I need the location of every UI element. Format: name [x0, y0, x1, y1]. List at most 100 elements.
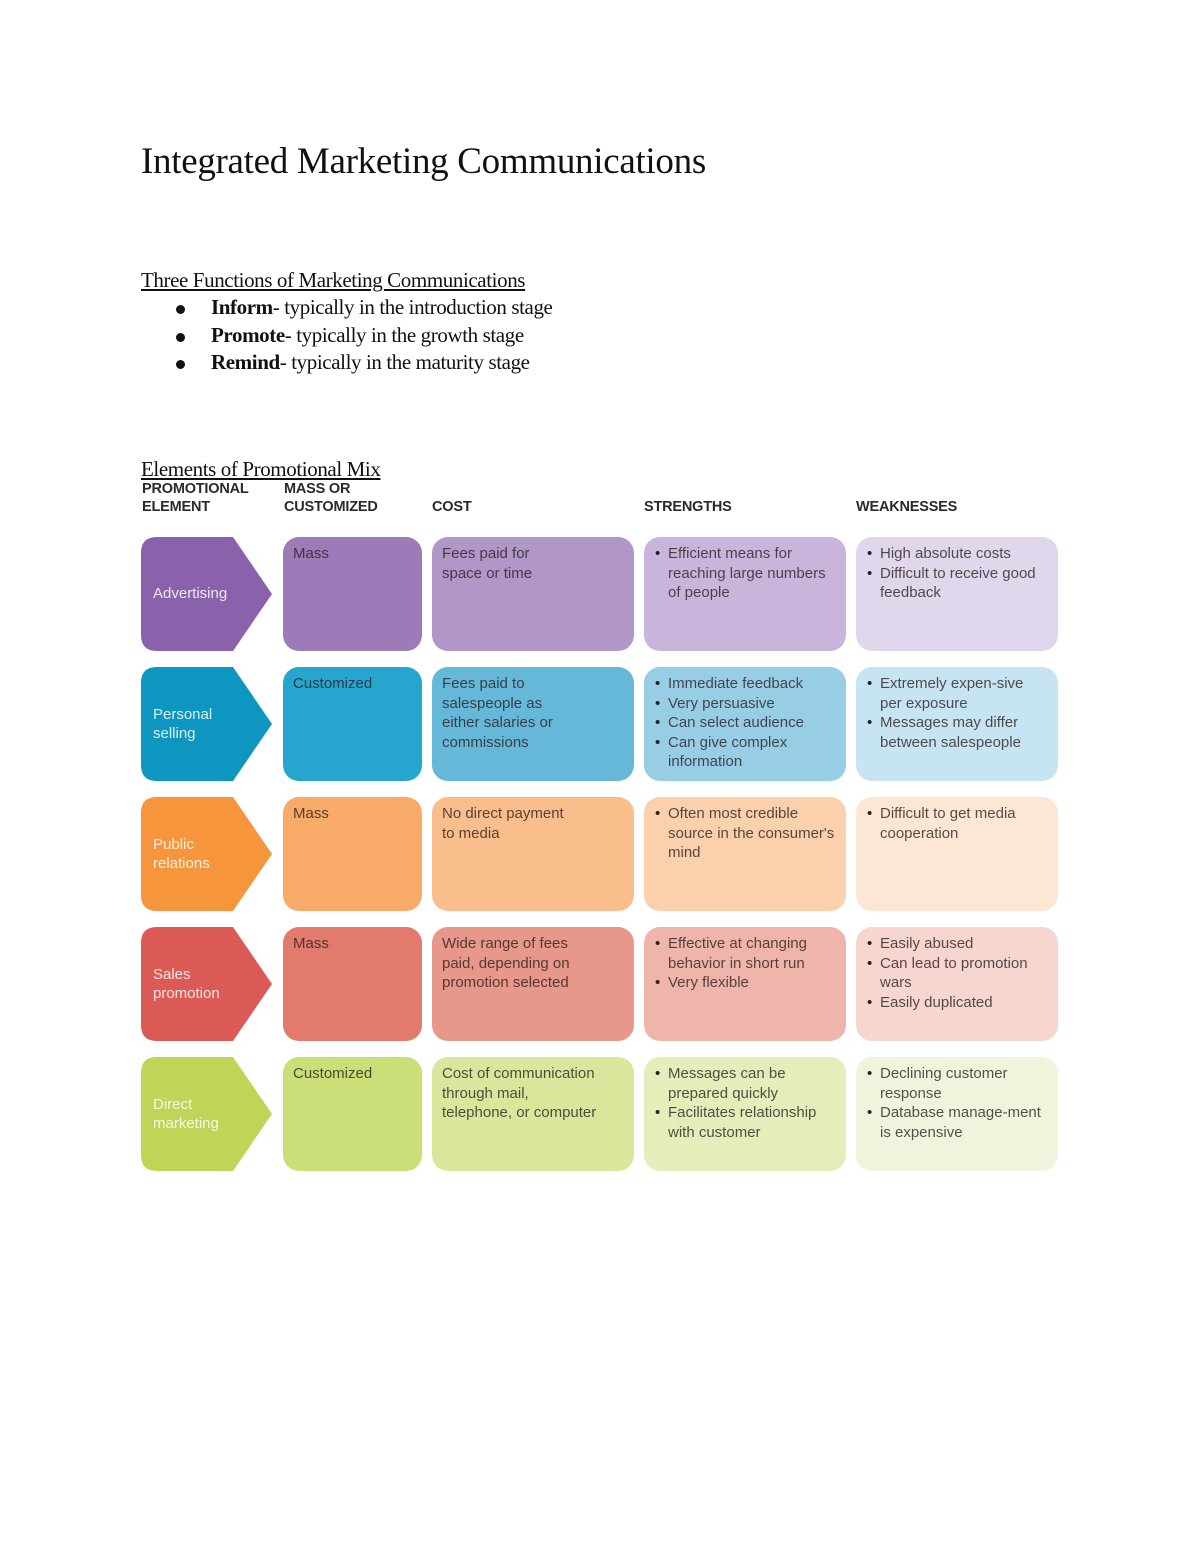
element-label: Advertising: [153, 585, 228, 603]
promotional-element-arrow: Advertising: [141, 537, 272, 651]
arrow-shape-icon: [141, 1057, 272, 1171]
promotional-element-arrow: Personal selling: [141, 667, 272, 781]
element-label: Personal selling: [153, 705, 213, 743]
weaknesses-list: Easily abusedCan lead to promotion warsE…: [866, 934, 1048, 1012]
functions-list: Inform- typically in the introduction st…: [141, 295, 553, 378]
mass-value: Customized: [293, 675, 373, 692]
strengths-list: Often most credible source in the consum…: [654, 804, 836, 863]
promotional-mix-heading: Elements of Promotional Mix: [141, 457, 381, 481]
arrow-shape-icon: [141, 667, 272, 781]
weaknesses-cell: Declining customer responseDatabase mana…: [856, 1057, 1058, 1171]
arrow-shape-icon: [141, 537, 272, 651]
header-line: PROMOTIONAL: [142, 481, 249, 497]
function-term: Promote: [211, 322, 285, 347]
mass-value: Mass: [293, 805, 329, 822]
promotional-element-arrow: Public relations: [141, 797, 272, 911]
mass-value: Customized: [293, 1065, 373, 1082]
header-line: ELEMENT: [142, 499, 210, 515]
table-row: Public relations Mass No direct payment to…: [141, 797, 1059, 911]
cost-cell: Fees paid for space or time: [432, 537, 634, 651]
strength-item: Can give complex information: [654, 733, 836, 772]
arrow-shape-icon: [141, 797, 272, 911]
weaknesse-item: High absolute costs: [866, 544, 1048, 564]
cost-value: Cost of communication through mail, tele…: [442, 1065, 597, 1121]
strength-item: Messages can be prepared quickly: [654, 1064, 836, 1103]
weaknesses-cell: High absolute costsDifficult to receive …: [856, 537, 1058, 651]
table-row: Direct marketing Customized Cost of commun…: [141, 1057, 1059, 1171]
header-mass-or-customized: MASS OR CUSTOMIZED: [284, 480, 378, 516]
strength-item: Can select audience: [654, 713, 836, 733]
cost-value: Fees paid for space or time: [442, 545, 533, 582]
header-strengths: STRENGTHS: [644, 499, 732, 515]
document-title: Integrated Marketing Communications: [141, 141, 706, 182]
header-cost: COST: [432, 499, 472, 515]
mass-value: Mass: [293, 545, 329, 562]
function-term: Remind: [211, 350, 280, 374]
cost-cell: No direct payment to media: [432, 797, 634, 911]
mass-or-customized-cell: Mass: [283, 537, 422, 651]
weaknesses-cell: Difficult to get media cooperation: [856, 797, 1058, 911]
weaknesses-cell: Extremely expen-sive per exposureMessage…: [856, 667, 1058, 781]
header-weaknesses: WEAKNESSES: [856, 499, 958, 515]
function-item-remind: Remind- typically in the maturity stage: [141, 350, 552, 378]
element-label: Sales promotion: [153, 965, 220, 1003]
mass-or-customized-cell: Customized: [283, 667, 422, 781]
strengths-cell: Often most credible source in the consum…: [644, 797, 846, 911]
cost-value: Fees paid to salespeople as either salar…: [442, 675, 553, 751]
strengths-list: Immediate feedbackVery persuasiveCan sel…: [654, 674, 836, 772]
weaknesse-item: Messages may differ between salespeople: [866, 713, 1048, 752]
promotional-element-arrow: Direct marketing: [141, 1057, 272, 1171]
arrow-shape-icon: [141, 927, 272, 1041]
strength-item: Immediate feedback: [654, 674, 836, 694]
weaknesse-item: Easily abused: [866, 934, 1048, 954]
table-row: Sales promotion Mass Wide range of fees pa…: [141, 927, 1059, 1041]
strengths-cell: Messages can be prepared quicklyFacilita…: [644, 1057, 846, 1171]
function-item-inform: Inform- typically in the introduction st…: [141, 295, 553, 323]
strength-item: Facilitates relationship with customer: [654, 1103, 836, 1142]
mass-value: Mass: [293, 935, 329, 952]
weaknesse-item: Declining customer response: [866, 1064, 1048, 1103]
bullet-icon: [176, 332, 185, 342]
mass-or-customized-cell: Mass: [283, 927, 422, 1041]
strength-item: Very flexible: [654, 973, 836, 993]
element-label: Direct marketing: [153, 1095, 219, 1133]
strengths-cell: Immediate feedbackVery persuasiveCan sel…: [644, 667, 846, 781]
cost-cell: Fees paid to salespeople as either salar…: [432, 667, 634, 781]
function-desc: - typically in the maturity stage: [279, 350, 530, 374]
function-term: Inform: [211, 295, 273, 319]
strength-item: Efficient means for reaching large numbe…: [654, 544, 836, 603]
mass-or-customized-cell: Mass: [283, 797, 422, 911]
strength-item: Very persuasive: [654, 694, 836, 714]
element-label: Public relations: [153, 835, 210, 873]
weaknesse-item: Database manage-ment is expensive: [866, 1103, 1048, 1142]
function-desc: - typically in the growth stage: [284, 322, 524, 347]
weaknesse-item: Difficult to get media cooperation: [866, 804, 1048, 843]
cost-value: Wide range of fees paid, depending on pr…: [442, 935, 570, 991]
strengths-list: Messages can be prepared quicklyFacilita…: [654, 1064, 836, 1142]
weaknesse-item: Can lead to promotion wars: [866, 954, 1048, 993]
table-row: Advertising Mass Fees paid for space or ti…: [141, 537, 1059, 651]
cost-cell: Cost of communication through mail, tele…: [432, 1057, 634, 1171]
weaknesses-cell: Easily abusedCan lead to promotion warsE…: [856, 927, 1058, 1041]
header-line: CUSTOMIZED: [284, 499, 378, 515]
mass-or-customized-cell: Customized: [283, 1057, 422, 1171]
strengths-list: Efficient means for reaching large numbe…: [654, 544, 836, 603]
strengths-cell: Efficient means for reaching large numbe…: [644, 537, 846, 651]
cost-cell: Wide range of fees paid, depending on pr…: [432, 927, 634, 1041]
weaknesses-list: Extremely expen-sive per exposureMessage…: [866, 674, 1048, 752]
strengths-list: Effective at changing behavior in short …: [654, 934, 836, 993]
promotional-element-arrow: Sales promotion: [141, 927, 272, 1041]
weaknesses-list: Difficult to get media cooperation: [866, 804, 1048, 843]
function-item-promote: Promote- typically in the growth stage: [141, 323, 552, 351]
cost-value: No direct payment to media: [442, 805, 564, 842]
header-line: MASS OR: [284, 481, 351, 497]
weaknesses-list: High absolute costsDifficult to receive …: [866, 544, 1048, 603]
header-promotional-element: PROMOTIONAL ELEMENT: [142, 480, 249, 516]
bullet-icon: [176, 360, 185, 369]
table-row: Personal selling Customized Fees paid to s…: [141, 667, 1059, 781]
strength-item: Effective at changing behavior in short …: [654, 934, 836, 973]
weaknesse-item: Extremely expen-sive per exposure: [866, 674, 1048, 713]
strengths-cell: Effective at changing behavior in short …: [644, 927, 846, 1041]
bullet-icon: [176, 305, 185, 314]
functions-heading: Three Functions of Marketing Communicati…: [141, 268, 526, 292]
